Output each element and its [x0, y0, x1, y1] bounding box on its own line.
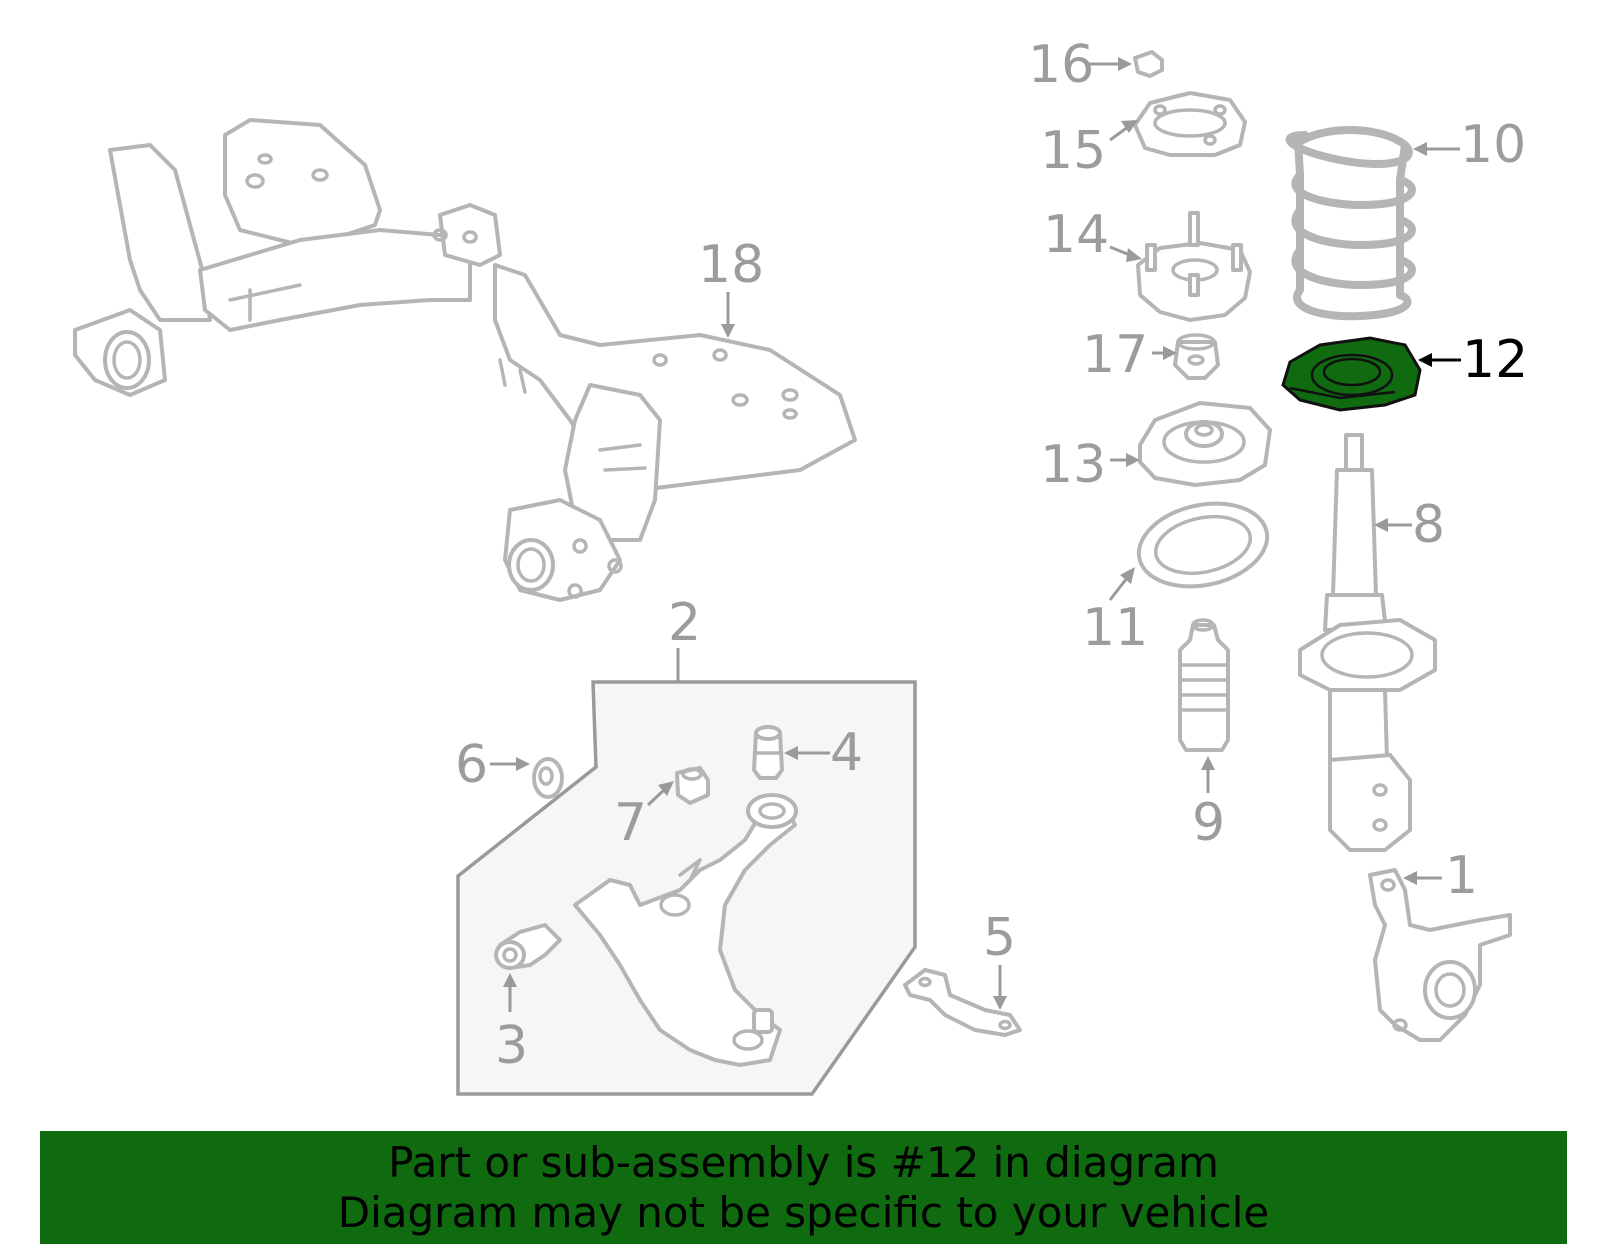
- callout-8[interactable]: 8: [1412, 495, 1445, 555]
- callout-15[interactable]: 15: [1040, 121, 1106, 181]
- callout-14[interactable]: 14: [1043, 205, 1109, 265]
- part-17-bushing[interactable]: [1173, 333, 1220, 380]
- part-4-bushing[interactable]: [752, 725, 784, 780]
- part-16-nut[interactable]: [1133, 50, 1164, 78]
- part-9-bump-stop[interactable]: [1178, 618, 1230, 752]
- callout-5[interactable]: 5: [983, 908, 1016, 968]
- callout-7[interactable]: 7: [614, 793, 647, 853]
- callout-16[interactable]: 16: [1028, 35, 1094, 95]
- banner-line-1: Part or sub-assembly is #12 in diagram: [388, 1137, 1219, 1187]
- control-arm[interactable]: [573, 793, 798, 1067]
- part-13-upper-seat[interactable]: [1138, 401, 1272, 487]
- part-12-spring-seat[interactable]: [1281, 336, 1422, 412]
- part-15-mount-plate[interactable]: [1133, 91, 1247, 157]
- part-10-coil-spring[interactable]: [1285, 126, 1416, 321]
- part-3-bushing[interactable]: [494, 923, 562, 970]
- callout-9[interactable]: 9: [1192, 793, 1225, 853]
- callout-2[interactable]: 2: [668, 593, 701, 653]
- callout-10[interactable]: 10: [1460, 115, 1526, 175]
- leader-lines: [490, 57, 1461, 1012]
- part-18-crossmember[interactable]: [73, 118, 857, 602]
- callout-18[interactable]: 18: [698, 235, 764, 295]
- callout-labels: 16 15 14 17 13 11 9 10 12 8 1 18 2 6 4 7…: [455, 35, 1528, 1076]
- banner-line-2: Diagram may not be specific to your vehi…: [337, 1187, 1270, 1237]
- callout-17[interactable]: 17: [1082, 325, 1148, 385]
- part-8-strut[interactable]: [1298, 433, 1437, 852]
- part-7-bushing[interactable]: [675, 766, 710, 805]
- part-11-insulator[interactable]: [1131, 492, 1275, 597]
- part-14-strut-mount[interactable]: [1136, 211, 1252, 322]
- part-5-bracket[interactable]: [903, 968, 1022, 1037]
- callout-1[interactable]: 1: [1445, 846, 1478, 906]
- callout-13[interactable]: 13: [1040, 435, 1106, 495]
- callout-4[interactable]: 4: [830, 723, 863, 783]
- part-6-washer[interactable]: [532, 757, 564, 799]
- callout-6[interactable]: 6: [455, 735, 488, 795]
- callout-3[interactable]: 3: [495, 1016, 528, 1076]
- callout-11[interactable]: 11: [1082, 598, 1148, 658]
- part-1-knuckle[interactable]: [1368, 868, 1512, 1042]
- part-info-banner: Part or sub-assembly is #12 in diagram D…: [40, 1131, 1567, 1244]
- callout-12[interactable]: 12: [1462, 330, 1528, 390]
